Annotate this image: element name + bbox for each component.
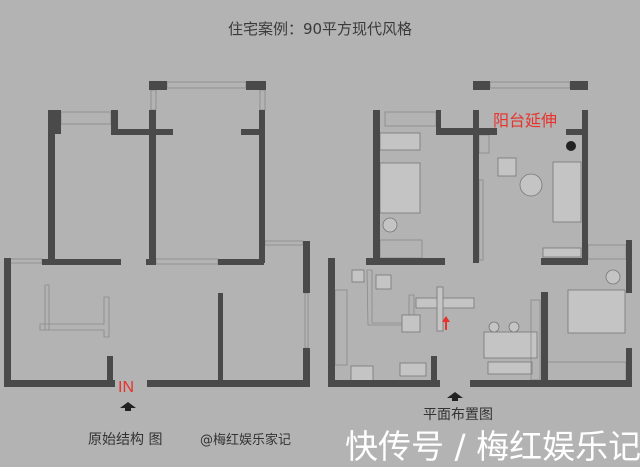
red-arrow-icon (442, 316, 450, 330)
furnished-layout-plan (328, 81, 632, 387)
entrance-label: IN (118, 379, 134, 396)
entrance-arrow-icon (447, 392, 463, 401)
balcony-extension-label: 阳台延伸 (493, 111, 557, 130)
original-plan-caption: 原始结构 图 (88, 432, 163, 448)
watermark-small: @梅红娱乐家记 (200, 433, 292, 448)
layout-plan-caption: 平面布置图 (423, 407, 493, 423)
watermark: 快传号 / 梅红娱乐记 (345, 427, 640, 466)
page-title: 住宅案例：90平方现代风格 (227, 20, 413, 38)
entrance-arrow-icon (120, 402, 136, 411)
plant-icon (566, 141, 576, 151)
original-structure-plan (4, 81, 310, 387)
